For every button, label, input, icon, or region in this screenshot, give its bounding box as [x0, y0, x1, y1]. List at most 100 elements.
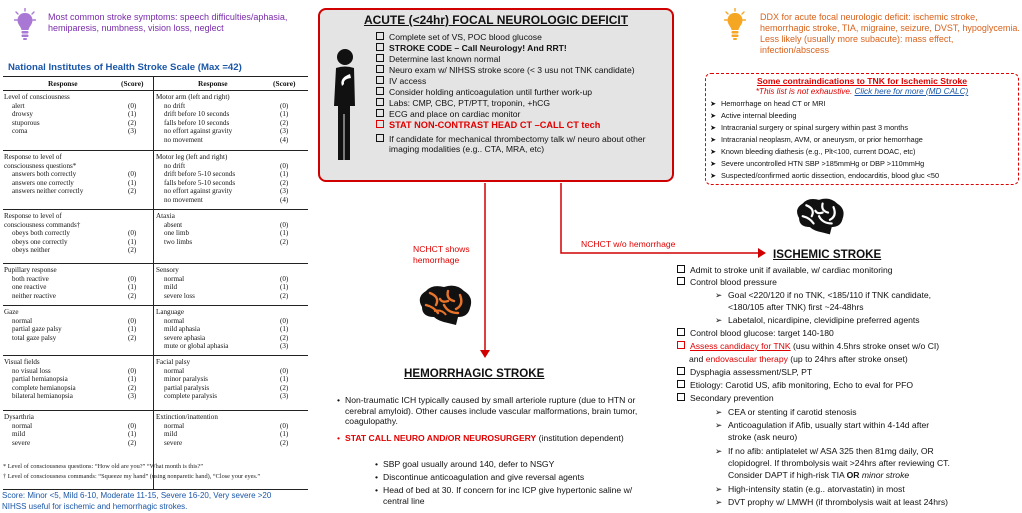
- nihss-score: (3): [128, 392, 137, 401]
- nihss-line: severe(2): [3, 439, 153, 448]
- arrow-to-ischemic: [560, 183, 758, 254]
- checkbox-icon: [376, 76, 384, 84]
- bullet-dot: •: [337, 433, 341, 443]
- acute-checklist-item: STAT NON-CONTRAST HEAD CT –CALL CT tech: [376, 120, 672, 130]
- nihss-response: normal: [164, 421, 185, 430]
- checkbox-icon: [376, 43, 384, 51]
- nihss-line: consciousness questions*: [3, 162, 153, 171]
- nihss-score: (1): [128, 325, 137, 334]
- arrow-bullet-icon: ➤: [710, 111, 717, 120]
- hemo-sub-bullet: •SBP goal usually around 140, defer to N…: [375, 459, 653, 470]
- nihss-score: (2): [280, 383, 289, 392]
- acute-checklist-item: Neuro exam w/ NIHSS stroke score (< 3 us…: [376, 65, 672, 75]
- contraindication-item: ➤Active internal bleeding: [710, 111, 1016, 120]
- isch-item: Secondary prevention: [677, 393, 774, 403]
- isch-sub-item-cont: Consider DAPT if high-risk TIA OR minor …: [728, 470, 909, 480]
- nihss-header-response: Response: [48, 79, 78, 88]
- arrow-label-hemorrhage: NCHCT shows hemorrhage: [413, 244, 470, 265]
- endovascular-text: endovascular therapy: [705, 354, 788, 364]
- nihss-line: complete paralysis(3): [155, 392, 305, 401]
- nihss-line: mild aphasia(1): [155, 325, 305, 334]
- arrow-bullet-icon: ➢: [715, 484, 723, 494]
- hemo-sub-bullet: •Head of bed at 30. If concern for inc I…: [375, 485, 653, 506]
- nihss-line: both reactive(0): [3, 275, 153, 284]
- checkbox-icon: [677, 367, 685, 375]
- brain-icon: [419, 285, 472, 325]
- acute-checklist-text: Complete set of VS, POC blood glucose: [389, 32, 542, 42]
- nihss-response: absent: [164, 220, 183, 229]
- nihss-response: mild: [164, 283, 178, 292]
- nihss-response: coma: [12, 127, 28, 136]
- nihss-response: no visual loss: [12, 366, 51, 375]
- nihss-header-row: Response (Score) Response (Score): [3, 77, 308, 91]
- nihss-category: Pupillary response: [4, 266, 57, 274]
- checkbox-icon: [376, 87, 384, 95]
- nihss-table: Response (Score) Response (Score) Level …: [3, 76, 308, 490]
- nihss-category: Extinction/inattention: [156, 413, 218, 421]
- contraindication-text: Intracranial neoplasm, AVM, or aneurysm,…: [721, 135, 923, 144]
- nihss-response: normal: [12, 421, 33, 430]
- arrow-bullet-icon: ➢: [715, 407, 723, 417]
- hemo-sub-text: SBP goal usually around 140, defer to NS…: [383, 459, 555, 469]
- isch-item-text: (up to 24hrs after stroke onset): [787, 354, 908, 364]
- nihss-line: normal(0): [155, 275, 305, 284]
- isch-item-text: Admit to stroke unit if available, w/ ca…: [690, 265, 893, 275]
- arrow-bullet-icon: ➤: [710, 123, 717, 132]
- contraindication-text: Intracranial surgery or spinal surgery w…: [721, 123, 908, 132]
- nihss-score: (1): [280, 430, 289, 439]
- isch-item-text: Dysphagia assessment/SLP, PT: [690, 367, 813, 377]
- nihss-line: no movement(4): [155, 136, 305, 145]
- nihss-category: consciousness commands†: [4, 220, 81, 229]
- tnk-contraindications-panel: Some contraindications to TNK for Ischem…: [705, 73, 1019, 185]
- nihss-line: coma(3): [3, 127, 153, 136]
- nihss-line: falls before 5-10 seconds(2): [155, 179, 305, 188]
- acute-checklist-text: Consider holding anticoagulation until f…: [389, 87, 593, 97]
- nihss-line: consciousness commands†: [3, 221, 153, 230]
- hemo-bullet-call: •STAT CALL NEURO AND/OR NEUROSURGERY (in…: [337, 433, 645, 444]
- nihss-max: (Max =42): [197, 62, 242, 73]
- nihss-category: Ataxia: [156, 212, 175, 220]
- nihss-title: National Institutes of Health Stroke Sca…: [8, 62, 242, 73]
- isch-sub-item: ➢Goal <220/120 if no TNK, <185/110 if TN…: [715, 290, 931, 300]
- nihss-line: Visual fields: [3, 358, 153, 367]
- nihss-response: normal: [164, 316, 185, 325]
- arrow-bullet-icon: ➤: [710, 171, 717, 180]
- nihss-score: (2): [128, 118, 137, 127]
- nihss-response: drowsy: [12, 110, 33, 119]
- nihss-line: Dysarthria: [3, 413, 153, 422]
- contraindication-item: ➤Severe uncontrolled HTN SBP >185mmHg or…: [710, 159, 1016, 168]
- nihss-line: Sensory: [155, 266, 305, 275]
- acute-deficit-title: ACUTE (<24hr) FOCAL NEUROLOGIC DEFICIT: [363, 13, 629, 27]
- arrow-bullet-icon: ➢: [715, 497, 723, 507]
- nihss-score: (4): [280, 196, 289, 204]
- acute-checklist-text: STROKE CODE – Call Neurology! And RRT!: [389, 43, 567, 53]
- nihss-score: (1): [280, 110, 289, 119]
- isch-item-text: Anticoagulation if Afib, usually start w…: [728, 420, 930, 430]
- nihss-response: falls before 5-10 seconds: [164, 178, 236, 187]
- checkbox-icon: [677, 328, 685, 336]
- checkbox-icon: [376, 134, 384, 142]
- nihss-score: (2): [128, 291, 137, 300]
- isch-item-text: Etiology: Carotid US, afib monitoring, E…: [690, 380, 914, 390]
- contraindication-item: ➤ Suspected/confirmed aortic dissection, …: [710, 171, 1016, 180]
- nihss-response: drift before 10 seconds: [164, 110, 230, 119]
- nihss-score: (0): [128, 316, 137, 325]
- isch-item: Control blood glucose: target 140-180: [677, 328, 834, 338]
- nihss-line: severe(2): [155, 439, 305, 448]
- nihss-line: no effort against gravity(3): [155, 187, 305, 196]
- tnk-candidacy-link[interactable]: Assess candidacy for TNK: [690, 341, 791, 351]
- nihss-response: stuporous: [12, 118, 40, 127]
- nihss-line: obeys one correctly(1): [3, 238, 153, 247]
- acute-checklist-text: Labs: CMP, CBC, PT/PTT, troponin, +hCG: [389, 98, 551, 108]
- contraindication-text: Hemorrhage on head CT or MRI: [721, 99, 826, 108]
- nihss-response: mute or global aphasia: [164, 342, 229, 351]
- nihss-line: no effort against gravity(3): [155, 127, 305, 136]
- nihss-score: (2): [128, 383, 137, 392]
- nihss-line: drift before 10 seconds (1): [155, 110, 305, 119]
- nihss-score: (1): [280, 375, 289, 384]
- mdcalc-link[interactable]: Click here for more (MD CALC): [854, 87, 969, 96]
- isch-item-text: Secondary prevention: [690, 393, 774, 403]
- nihss-response: one limb: [164, 229, 190, 238]
- contraindication-text: Suspected/confirmed aortic dissection, e…: [721, 171, 940, 180]
